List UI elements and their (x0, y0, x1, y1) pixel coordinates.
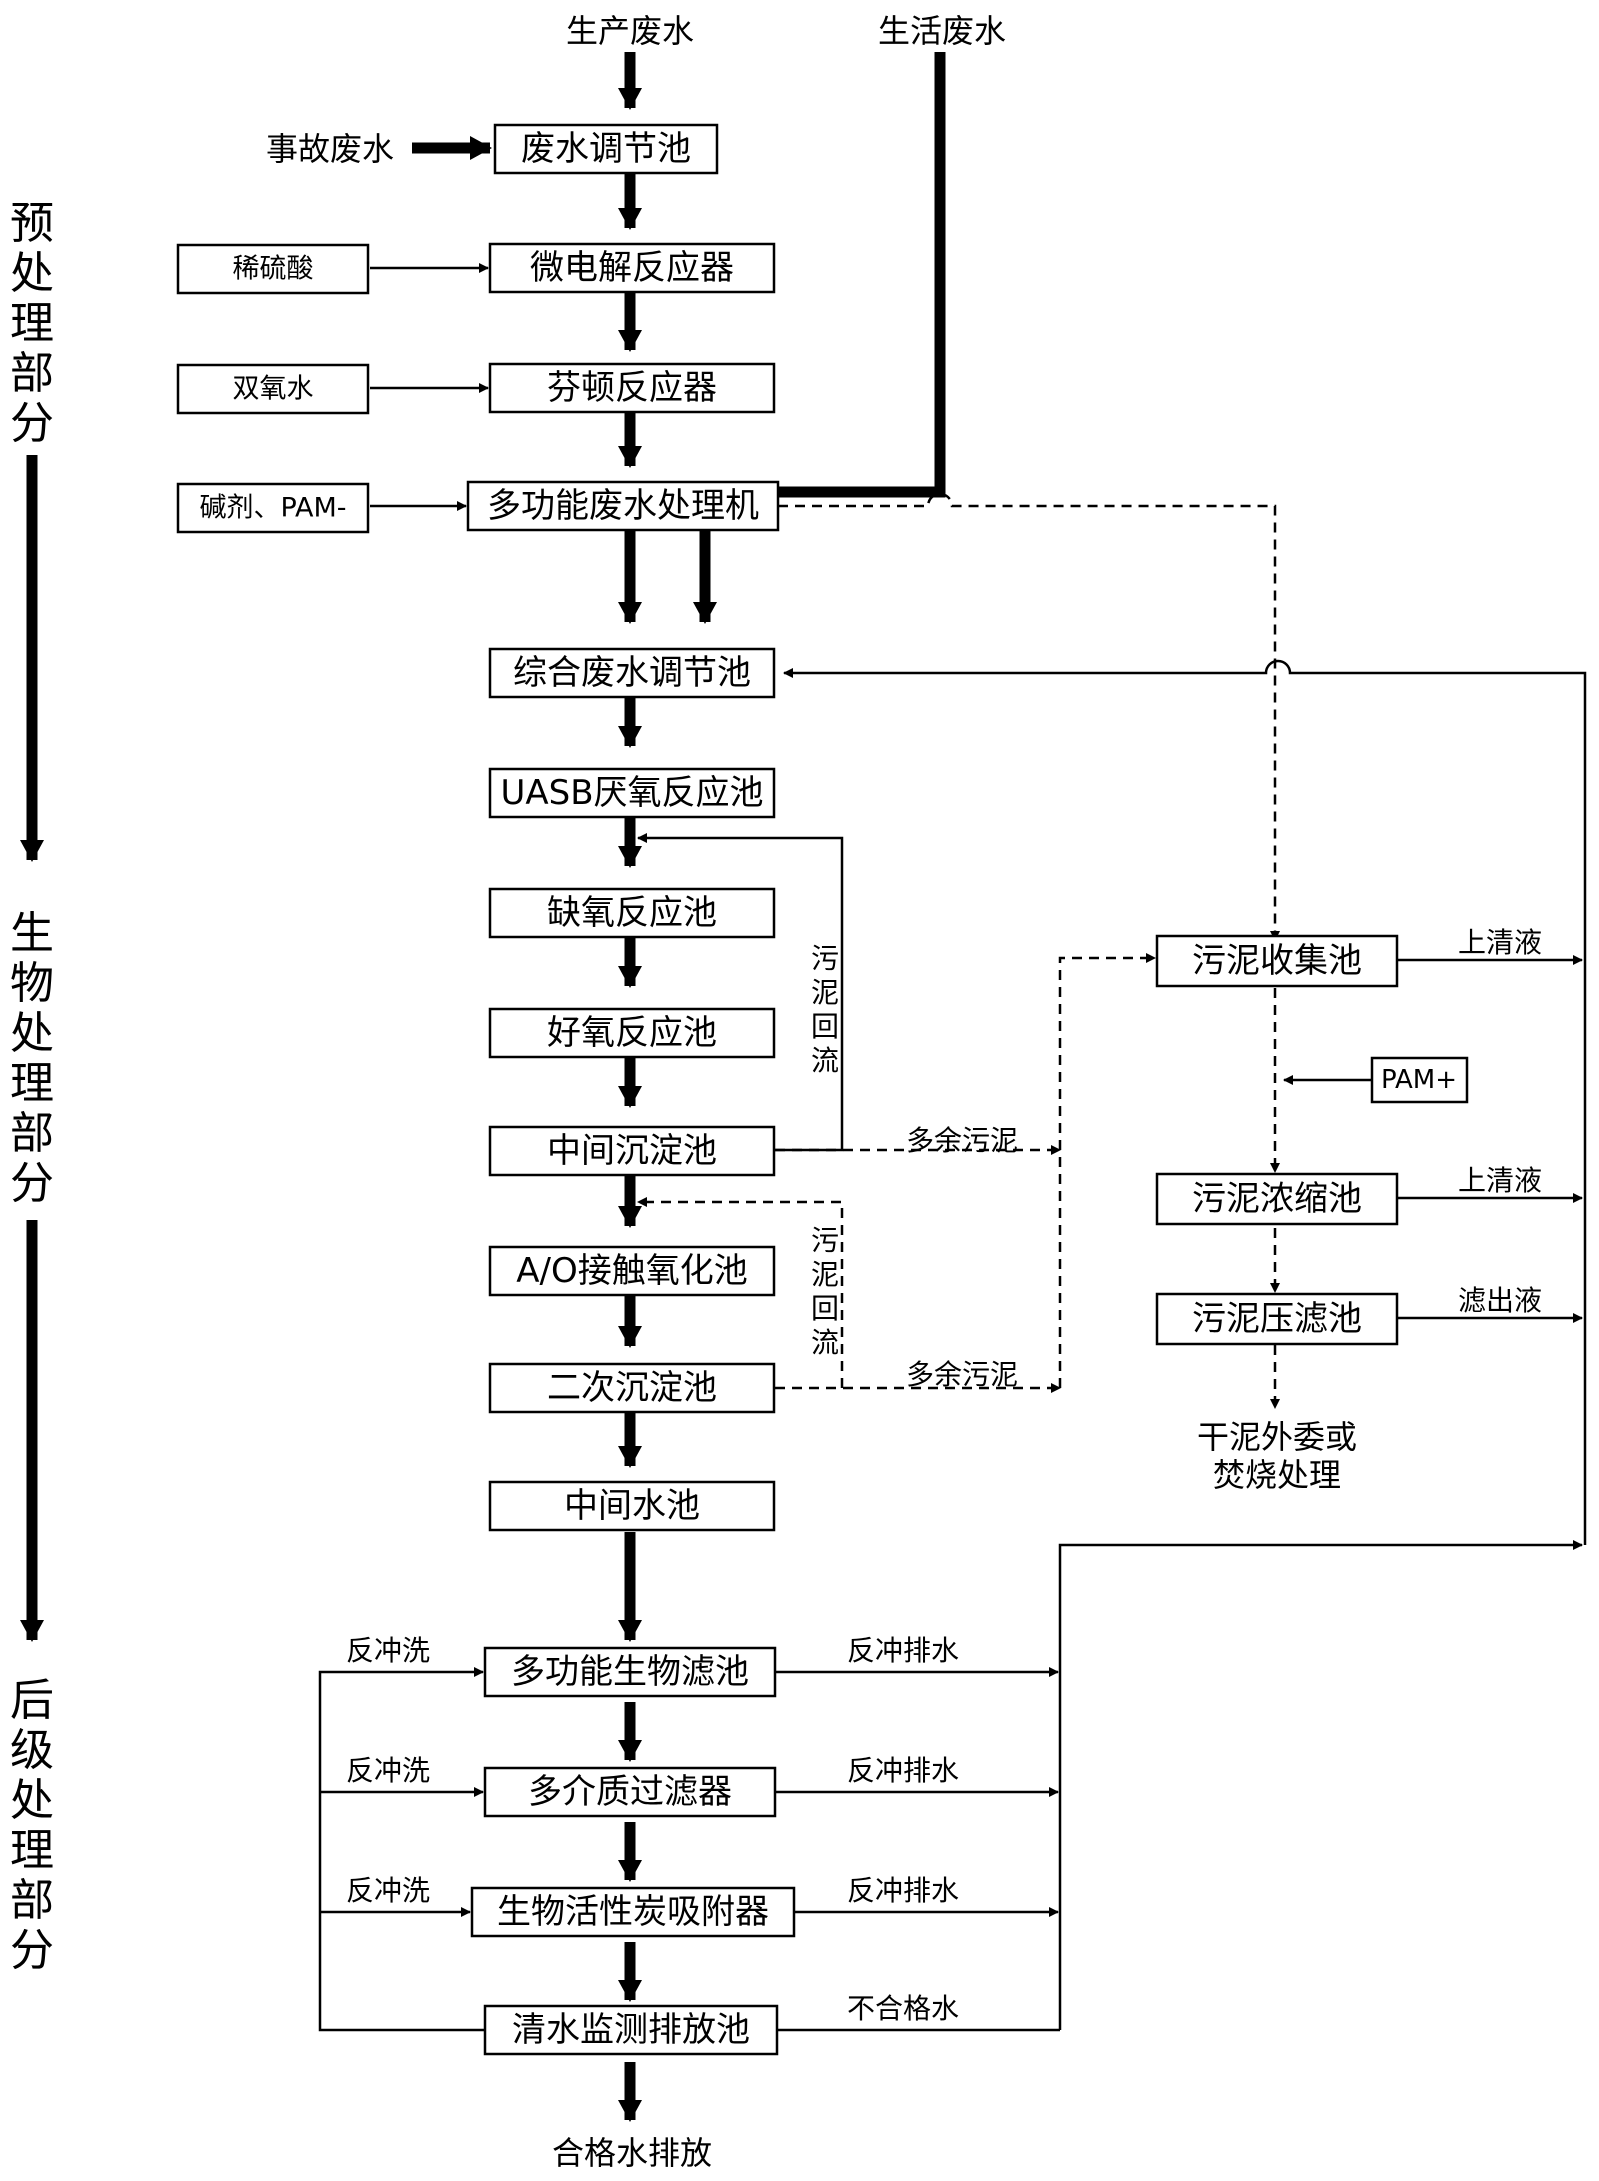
box-sludge-thickening-tank[interactable]: 污泥浓缩池 (1155, 1172, 1399, 1226)
supernatant-label-2: 上清液 (1458, 1164, 1542, 1197)
section-label-post-treatment: 后级处理部分 (10, 1675, 54, 1976)
domestic-inflow-line (693, 52, 946, 624)
accident-wastewater-label: 事故废水 (266, 130, 394, 168)
excess-sludge-label-2: 多余污泥 (906, 1358, 1018, 1391)
label: 污泥收集池 (1192, 941, 1362, 981)
label: 稀硫酸 (233, 254, 314, 285)
backwash-label-1: 反冲洗 (346, 1634, 430, 1667)
label: 污泥浓缩池 (1192, 1179, 1362, 1219)
backwash-drain-label-1: 反冲排水 (847, 1634, 959, 1667)
domestic-wastewater-label: 生活废水 (878, 12, 1006, 50)
box-anoxic-tank[interactable]: 缺氧反应池 (488, 887, 776, 939)
backwash-drain-label-3: 反冲排水 (847, 1874, 959, 1907)
excess-sludge-label-1: 多余污泥 (906, 1124, 1018, 1157)
label: PAM+ (1381, 1065, 1457, 1095)
dry-sludge-label-line1: 干泥外委或 (1197, 1418, 1357, 1456)
box-uasb-tank[interactable]: UASB厌氧反应池 (488, 767, 776, 819)
box-intermediate-sedimentation-tank[interactable]: 中间沉淀池 (488, 1125, 776, 1177)
label: 微电解反应器 (530, 248, 734, 288)
label: 双氧水 (233, 374, 314, 405)
box-fenton-reactor[interactable]: 芬顿反应器 (488, 362, 776, 414)
sr2-text: 污泥回流 (811, 1224, 839, 1359)
label: 污泥压滤池 (1192, 1299, 1362, 1339)
supernatant-label-1: 上清液 (1458, 926, 1542, 959)
filtrate-label: 滤出液 (1458, 1284, 1542, 1317)
box-integrated-regulating-tank[interactable]: 综合废水调节池 (488, 647, 776, 699)
sr1-text: 污泥回流 (811, 942, 839, 1077)
label: 多功能生物滤池 (511, 1652, 749, 1692)
drain-collector-line (1058, 1540, 1583, 2030)
sec2-text: 生物处理部分 (10, 908, 54, 1209)
box-wastewater-regulating-tank[interactable]: 废水调节池 (493, 123, 719, 175)
box-multifunction-treatment-machine[interactable]: 多功能废水处理机 (466, 480, 780, 532)
label: 生物活性炭吸附器 (497, 1892, 769, 1932)
sludge-return-label-2: 污泥回流 (811, 1224, 839, 1359)
production-wastewater-label: 生产废水 (566, 12, 694, 50)
backwash-label-3: 反冲洗 (346, 1874, 430, 1907)
label: 芬顿反应器 (547, 368, 717, 408)
backwash-supply-line (318, 1667, 485, 2032)
box-sludge-collection-tank[interactable]: 污泥收集池 (1155, 934, 1399, 988)
label: 多介质过滤器 (528, 1772, 732, 1812)
unqualified-water-label: 不合格水 (847, 1992, 959, 2025)
sludge-return-label-1: 污泥回流 (811, 942, 839, 1077)
box-pam-plus[interactable]: PAM+ (1370, 1056, 1469, 1104)
section-label-pretreatment: 预处理部分 (10, 198, 54, 449)
box-aerobic-tank[interactable]: 好氧反应池 (488, 1007, 776, 1059)
label: 二次沉淀池 (547, 1368, 717, 1408)
label: A/O接触氧化池 (516, 1251, 747, 1291)
label: 废水调节池 (521, 129, 691, 169)
sludge-collector-line (1058, 953, 1156, 1388)
label: 清水监测排放池 (512, 2010, 750, 2050)
box-hydrogen-peroxide[interactable]: 双氧水 (176, 363, 370, 415)
machine-sludge-line (778, 492, 1280, 941)
box-multifunction-biofilter[interactable]: 多功能生物滤池 (483, 1646, 777, 1698)
backwash-label-2: 反冲洗 (346, 1754, 430, 1787)
box-multimedia-filter[interactable]: 多介质过滤器 (483, 1766, 777, 1818)
label: 多功能废水处理机 (487, 486, 759, 526)
dry-sludge-label-line2: 焚烧处理 (1213, 1456, 1341, 1494)
label: 中间水池 (564, 1486, 700, 1526)
box-micro-electrolysis-reactor[interactable]: 微电解反应器 (488, 242, 776, 294)
box-ao-contact-oxidation-tank[interactable]: A/O接触氧化池 (488, 1245, 776, 1297)
label: 缺氧反应池 (547, 893, 717, 933)
sec1-text: 预处理部分 (10, 198, 54, 449)
label: 中间沉淀池 (547, 1131, 717, 1171)
box-alkali-pam[interactable]: 碱剂、PAM- (176, 482, 370, 534)
label: 综合废水调节池 (513, 653, 751, 693)
label: 碱剂、PAM- (199, 493, 346, 524)
qualified-discharge-label: 合格水排放 (552, 2134, 712, 2172)
return-to-integrated-tank-line (783, 659, 1587, 1545)
label: 好氧反应池 (547, 1013, 717, 1053)
label: UASB厌氧反应池 (500, 773, 763, 813)
sludge-return-line-1 (637, 833, 844, 1152)
box-sludge-filter-press[interactable]: 污泥压滤池 (1155, 1292, 1399, 1346)
sec3-text: 后级处理部分 (10, 1675, 54, 1976)
box-clean-water-monitoring-tank[interactable]: 清水监测排放池 (483, 2004, 779, 2056)
backwash-drain-label-2: 反冲排水 (847, 1754, 959, 1787)
box-bio-activated-carbon-adsorber[interactable]: 生物活性炭吸附器 (470, 1886, 796, 1938)
section-label-biological: 生物处理部分 (10, 908, 54, 1209)
box-intermediate-water-tank[interactable]: 中间水池 (488, 1480, 776, 1532)
box-secondary-sedimentation-tank[interactable]: 二次沉淀池 (488, 1362, 776, 1414)
box-dilute-sulfuric-acid[interactable]: 稀硫酸 (176, 243, 370, 295)
